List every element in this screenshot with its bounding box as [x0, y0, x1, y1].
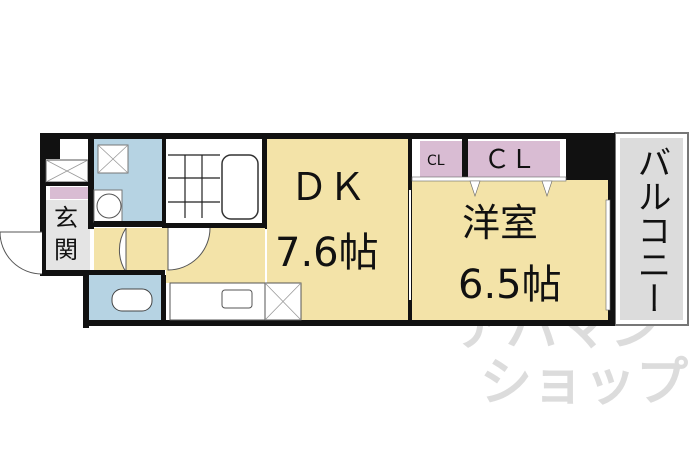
bathtub-icon	[221, 154, 259, 220]
western-name: 洋室	[462, 201, 538, 245]
closet-large[interactable]	[468, 141, 560, 177]
dk-name: ＤＫ	[290, 165, 366, 209]
entrance-label-1: 玄	[54, 204, 78, 232]
sliding-door[interactable]	[409, 190, 411, 300]
washroom	[88, 139, 166, 229]
closet-small-label: CL	[427, 153, 445, 169]
walls	[40, 133, 615, 328]
dk-size: 7.6帖	[275, 230, 379, 276]
western-room: CL ＣＬ 洋室 6.5帖	[411, 139, 611, 320]
bathroom	[166, 139, 267, 229]
watermark-line2: ショップ	[480, 353, 688, 413]
balcony-label: バルコニー	[631, 145, 671, 315]
closet-large-label: ＣＬ	[484, 145, 536, 175]
dk-door[interactable]	[167, 227, 211, 271]
kitchen-sink-icon	[221, 289, 253, 309]
entrance: 玄 関	[0, 139, 90, 275]
toilet-icon	[111, 288, 153, 312]
western-size: 6.5帖	[458, 262, 562, 308]
closet-small[interactable]	[420, 141, 462, 177]
balcony: バルコニー	[614, 132, 689, 326]
sink-icon	[96, 193, 122, 219]
balcony-window[interactable]	[605, 199, 611, 311]
dk-room: ＤＫ 7.6帖	[89, 139, 408, 321]
entry-door[interactable]	[0, 231, 43, 275]
shoe-box	[50, 187, 88, 199]
entrance-label-2: 関	[54, 236, 78, 264]
